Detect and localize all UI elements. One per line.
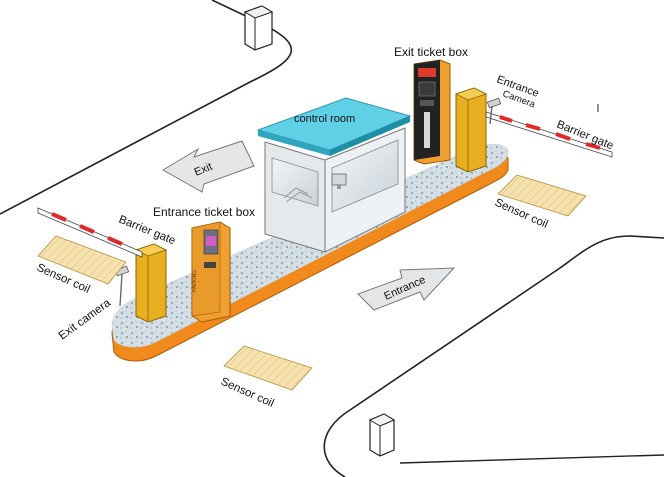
control-room-label: control room (294, 113, 355, 125)
svg-text:PARKING: PARKING (192, 270, 198, 292)
curb-bottom-right (323, 235, 664, 477)
barrier-arm-left (37, 207, 143, 258)
exit-arrow-icon (162, 140, 255, 193)
sensor-coil-left (37, 235, 127, 285)
control-booth (256, 97, 412, 253)
entrance-arrow-icon (357, 267, 456, 311)
booth-chair (283, 187, 313, 203)
exit-ticket-box (413, 59, 451, 165)
exit-camera-label: Exit camera (57, 297, 114, 343)
camera-icon-entrance (486, 97, 502, 125)
sensor-coil-right (497, 174, 587, 217)
entrance-ticket-box: PARKING (191, 221, 231, 323)
sensor-coil-bottom (223, 345, 313, 391)
barrier-cabinet-right (454, 87, 488, 173)
barrier-arm-right (485, 104, 613, 158)
bollard-post-top (243, 5, 274, 51)
barrier-cabinet-left (134, 243, 168, 323)
bollard-post-bottom (368, 413, 396, 457)
booth-monitor-icon (331, 173, 347, 189)
entrance-ticket-box-label: Entrance ticket box (153, 205, 255, 219)
road-edge-bottom (399, 454, 664, 464)
exit-ticket-box-label: Exit ticket box (394, 45, 468, 59)
